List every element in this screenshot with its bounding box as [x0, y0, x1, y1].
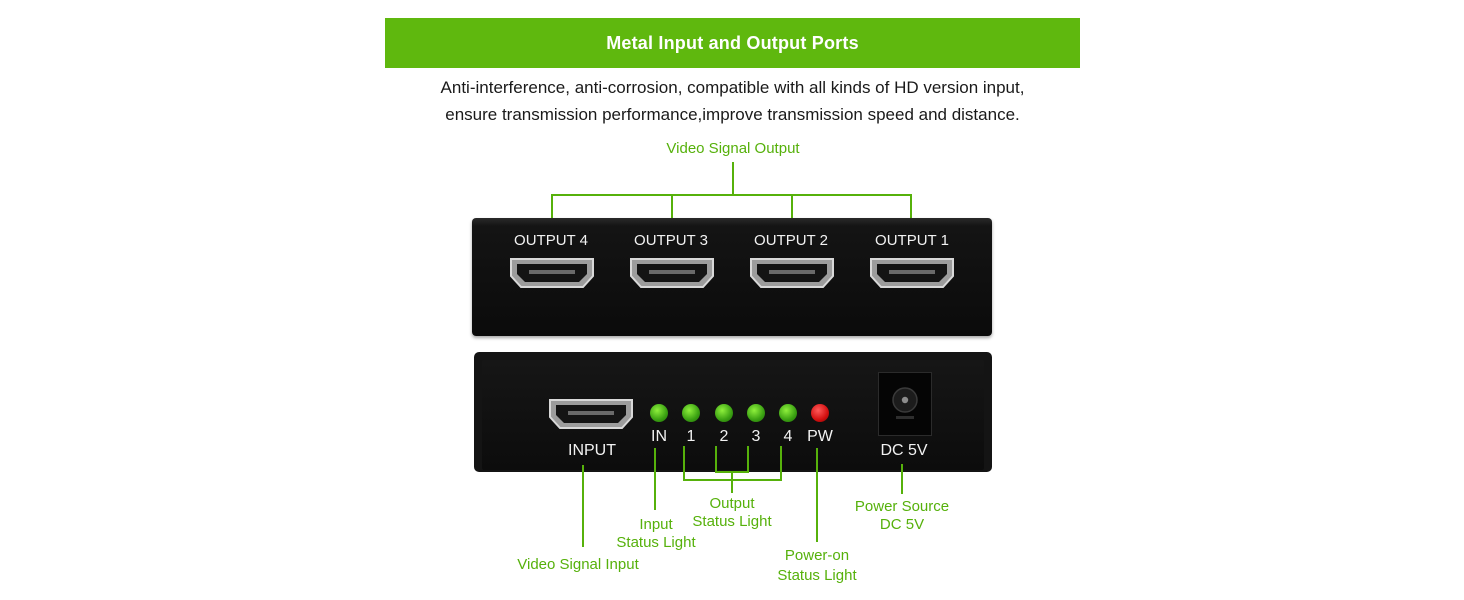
output-1-label: OUTPUT 1 [875, 232, 949, 249]
output-status-line-2: Status Light [692, 513, 772, 530]
power-source-label: Power Source DC 5V [842, 498, 962, 534]
power-source-line-2: DC 5V [879, 516, 925, 533]
output-callout-bar [551, 194, 912, 196]
banner-title: Metal Input and Output Ports [606, 32, 859, 53]
output-status-light-label: Output Status Light [676, 495, 788, 531]
dc-5v-label: DC 5V [880, 442, 928, 459]
output-status-drop-1 [683, 446, 685, 480]
led-4 [779, 404, 797, 422]
output-callout-stem [732, 162, 734, 194]
led-in-label: IN [651, 428, 667, 445]
power-on-line-2: Status Light [777, 567, 857, 584]
output-callout-drop-2 [791, 194, 793, 230]
hdmi-input-port [549, 399, 633, 429]
hdmi-output-3-port [630, 258, 714, 288]
led-pw-label: PW [807, 428, 833, 445]
led-2 [715, 404, 733, 422]
video-signal-input-label: Video Signal Input [517, 556, 639, 573]
output-status-stem [731, 471, 733, 493]
input-status-line-1: Input [639, 516, 673, 533]
led-1-label: 1 [686, 428, 696, 445]
power-on-line-1: Power-on [784, 547, 850, 564]
power-source-line-1: Power Source [854, 498, 950, 515]
power-source-callout-line [901, 464, 903, 494]
video-input-callout-line [582, 465, 584, 547]
led-in [650, 404, 668, 422]
led-3 [747, 404, 765, 422]
output-callout-drop-4 [551, 194, 553, 230]
output-status-drop-2 [715, 446, 717, 473]
output-status-drop-4 [780, 446, 782, 480]
video-signal-output-label: Video Signal Output [666, 140, 800, 157]
hdmi-output-1-port [870, 258, 954, 288]
dc-power-jack [878, 372, 932, 436]
hdmi-output-4-port [510, 258, 594, 288]
dc-jack-icon [892, 387, 918, 419]
output-status-line-1: Output [709, 495, 755, 512]
led-4-label: 4 [783, 428, 793, 445]
output-2-label: OUTPUT 2 [754, 232, 828, 249]
input-status-callout-line [654, 448, 656, 510]
led-2-label: 2 [719, 428, 729, 445]
input-status-line-2: Status Light [616, 534, 696, 551]
description: Anti-interference, anti-corrosion, compa… [385, 74, 1080, 128]
input-status-light-label: Input Status Light [600, 516, 712, 552]
output-callout-drop-1 [910, 194, 912, 230]
section-banner: Metal Input and Output Ports [385, 18, 1080, 68]
led-3-label: 3 [751, 428, 761, 445]
description-line-2: ensure transmission performance,improve … [445, 105, 1020, 124]
led-pw [811, 404, 829, 422]
output-callout-drop-3 [671, 194, 673, 230]
output-4-label: OUTPUT 4 [514, 232, 588, 249]
output-3-label: OUTPUT 3 [634, 232, 708, 249]
output-status-drop-3 [747, 446, 749, 473]
led-1 [682, 404, 700, 422]
input-label: INPUT [568, 442, 616, 459]
power-on-callout-line [816, 448, 818, 542]
power-on-status-light-label: Power-on Status Light [760, 546, 874, 586]
hdmi-output-2-port [750, 258, 834, 288]
description-line-1: Anti-interference, anti-corrosion, compa… [440, 78, 1025, 97]
